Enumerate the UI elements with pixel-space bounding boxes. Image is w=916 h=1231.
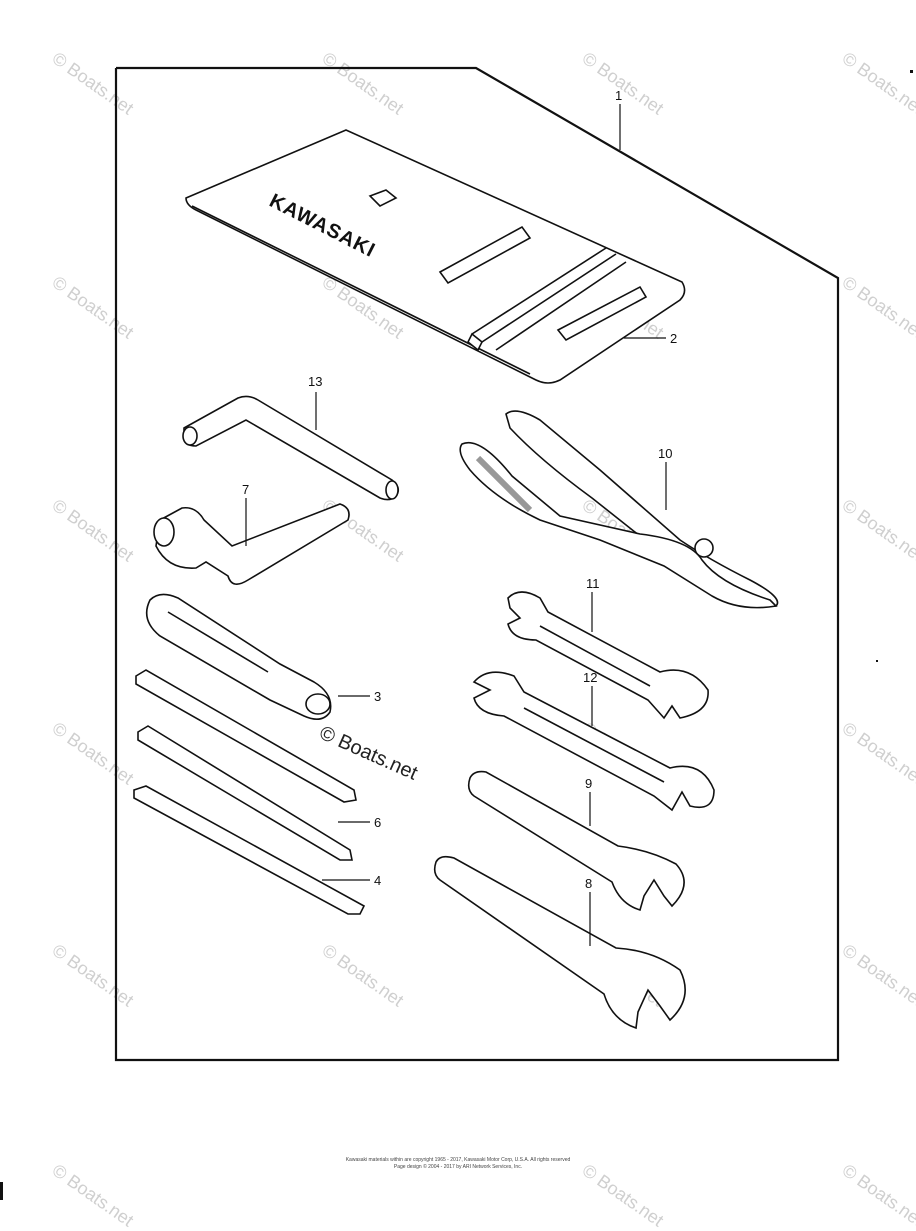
callout-10: 10 xyxy=(658,446,672,461)
scan-mark xyxy=(0,1182,3,1200)
wrench-12 xyxy=(472,671,715,812)
allen-key xyxy=(182,395,400,501)
callout-9: 9 xyxy=(585,776,592,791)
spark-plug-wrench xyxy=(153,503,350,585)
footer-line-1: Kawasaki materials within are copyright … xyxy=(345,1157,571,1163)
screwdriver-bit-flat xyxy=(133,785,366,915)
screwdriver-bit-phillips-small xyxy=(137,725,353,861)
scan-mark xyxy=(910,70,913,73)
callout-12: 12 xyxy=(583,670,597,685)
callout-3: 3 xyxy=(374,689,381,704)
screwdriver-handle xyxy=(145,593,332,720)
callout-6: 6 xyxy=(374,815,381,830)
wrench-11 xyxy=(507,591,709,720)
leader-lines xyxy=(245,104,667,946)
footer-line-2: Page design © 2004 - 2017 by ARI Network… xyxy=(393,1164,523,1170)
wrench-8 xyxy=(433,855,686,1030)
callout-13: 13 xyxy=(308,374,322,389)
callout-2: 2 xyxy=(670,331,677,346)
parts-diagram: KAWASAKI xyxy=(114,66,840,1062)
callout-11: 11 xyxy=(586,576,600,591)
callout-7: 7 xyxy=(242,482,249,497)
callout-4: 4 xyxy=(374,873,381,888)
scan-mark xyxy=(876,660,878,662)
screwdriver-bit-phillips-large xyxy=(135,669,357,803)
callout-8: 8 xyxy=(585,876,592,891)
pliers xyxy=(459,410,779,609)
tool-pouch xyxy=(185,129,686,384)
callout-1: 1 xyxy=(615,88,622,103)
diagram-frame xyxy=(114,66,840,1062)
footer-copyright: Kawasaki materials within are copyright … xyxy=(0,1157,916,1171)
wrench-9 xyxy=(467,770,685,911)
